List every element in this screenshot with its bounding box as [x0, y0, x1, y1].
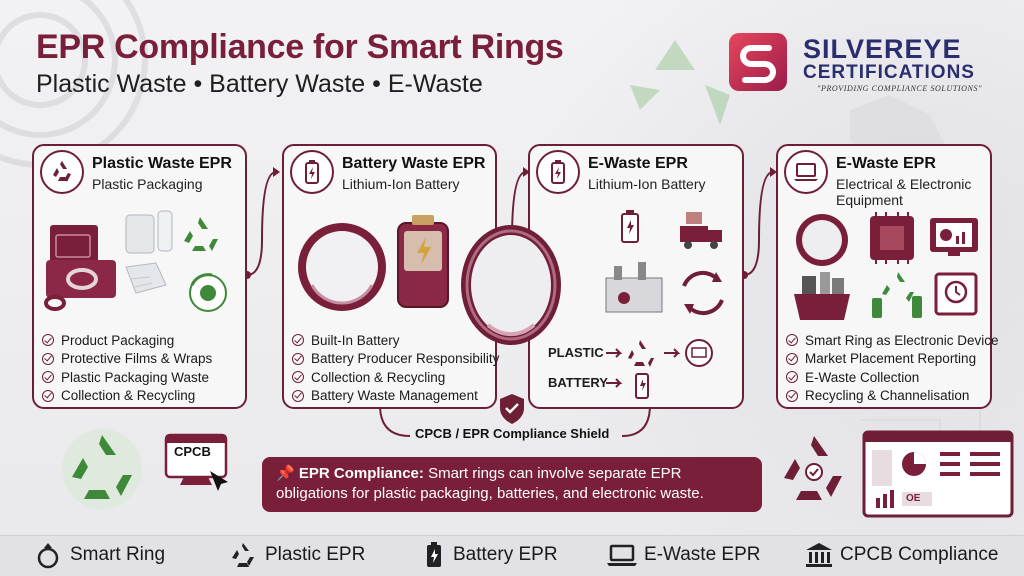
check-icon — [292, 334, 304, 347]
check-icon — [42, 371, 54, 384]
panel-subtitle: Lithium-Ion Battery — [342, 176, 460, 192]
battery-icon — [290, 150, 334, 194]
background-recycle-icon — [630, 40, 730, 125]
list-item: Recycling & Channelisation — [786, 387, 999, 406]
ring-icon — [37, 543, 59, 569]
list-item: Product Packaging — [42, 331, 212, 350]
shield-icon — [500, 394, 524, 424]
footer-item-plastic-epr: Plastic EPR — [265, 544, 366, 565]
panel-title: E-Waste EPR — [836, 155, 936, 172]
check-icon — [292, 352, 304, 365]
check-icon — [786, 334, 798, 347]
list-item: E-Waste Collection — [786, 368, 999, 387]
silvereye-logo-icon — [729, 33, 787, 91]
check-icon — [786, 371, 798, 384]
flow-icons — [606, 339, 713, 399]
plastic-packaging-illustration — [44, 210, 227, 312]
footer-bar — [0, 535, 1024, 576]
cpcb-badge: CPCB — [174, 444, 211, 459]
check-icon — [42, 352, 54, 365]
logo-name: SILVEREYE — [803, 34, 962, 64]
bottom-left-decoration — [62, 429, 228, 509]
recycle-icon — [72, 435, 132, 499]
recycle-icon — [232, 543, 254, 567]
battery-icon — [536, 150, 580, 194]
cursor-icon — [210, 471, 228, 491]
check-icon — [292, 371, 304, 384]
shield-label: CPCB / EPR Compliance Shield — [415, 426, 610, 441]
footer-item-battery-epr: Battery EPR — [453, 544, 558, 565]
check-icon — [786, 352, 798, 365]
flow-label-plastic: PLASTIC — [548, 345, 604, 360]
list-item: Plastic Packaging Waste — [42, 368, 212, 387]
footer-item-cpcb-compliance: CPCB Compliance — [840, 544, 999, 565]
pin-icon: 📌 — [276, 465, 295, 482]
panel-subtitle: Plastic Packaging — [92, 176, 203, 192]
page-title: EPR Compliance for Smart Rings — [36, 28, 564, 66]
panel-bullets: Built-In Battery Battery Producer Respon… — [292, 331, 499, 405]
footer-item-smart-ring: Smart Ring — [70, 544, 166, 565]
bottom-right-decoration — [784, 430, 1014, 518]
flow-label-battery: BATTERY — [548, 375, 608, 390]
list-item: Battery Producer Responsibility — [292, 350, 499, 369]
check-icon — [292, 389, 304, 402]
battery-icon — [427, 542, 441, 567]
electronics-illustration — [794, 212, 978, 320]
epr-compliance-note: 📌 EPR Compliance: Smart rings can involv… — [262, 457, 762, 512]
list-item: Market Placement Reporting — [786, 350, 999, 369]
logo-name-sub: CERTIFICATIONS — [803, 62, 975, 83]
panel-subtitle: Electrical & Electronic Equipment — [836, 176, 972, 208]
recycle-icon — [784, 436, 842, 500]
check-icon — [42, 389, 54, 402]
panel-title: Plastic Waste EPR — [92, 155, 232, 172]
list-item: Built-In Battery — [292, 331, 499, 350]
e-waste-process-illustration — [605, 210, 724, 316]
government-building-icon — [806, 543, 832, 567]
panel-title: Battery Waste EPR — [342, 155, 486, 172]
check-icon — [42, 334, 54, 347]
recycle-icon — [40, 150, 84, 194]
laptop-icon — [784, 150, 828, 194]
list-item: Collection & Recycling — [292, 368, 499, 387]
panel-title: E-Waste EPR — [588, 155, 688, 172]
panel-bullets: Product Packaging Protective Films & Wra… — [42, 331, 212, 405]
list-item: Battery Waste Management — [292, 387, 499, 406]
page-subtitle: Plastic Waste • Battery Waste • E-Waste — [36, 70, 483, 98]
panel-bullets: Smart Ring as Electronic Device Market P… — [786, 331, 999, 405]
panel-subtitle: Lithium-Ion Battery — [588, 176, 706, 192]
check-icon — [786, 389, 798, 402]
list-item: Smart Ring as Electronic Device — [786, 331, 999, 350]
list-item: Protective Films & Wraps — [42, 350, 212, 369]
list-item: Collection & Recycling — [42, 387, 212, 406]
smart-ring-illustration — [461, 225, 561, 345]
laptop-icon — [607, 544, 637, 566]
logo-tagline: "PROVIDING COMPLIANCE SOLUTIONS" — [817, 84, 983, 93]
footer-item-e-waste-epr: E-Waste EPR — [644, 544, 761, 565]
ring-and-battery-illustration — [298, 215, 449, 311]
dashboard-badge: OE — [906, 493, 921, 504]
